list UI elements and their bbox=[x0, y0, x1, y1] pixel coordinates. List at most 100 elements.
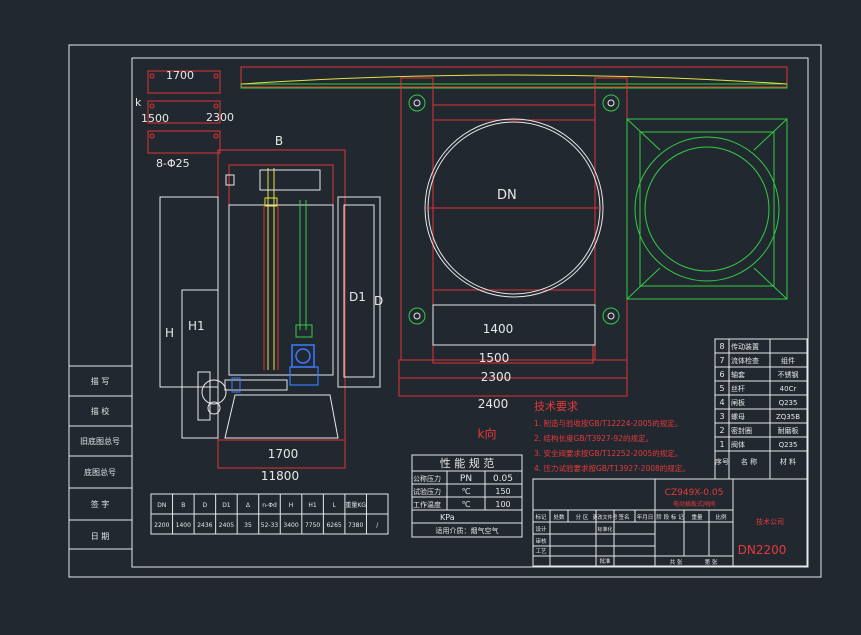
front-dim-1500: 1500 bbox=[479, 351, 510, 365]
parts-cell-material: 不锈钢 bbox=[778, 370, 799, 379]
dim-header-cell: H1 bbox=[308, 502, 317, 509]
dim-header-cell: H bbox=[289, 502, 294, 509]
anchor-side-dim: 2300 bbox=[206, 111, 234, 124]
side-label-H: H bbox=[165, 326, 174, 340]
inner-frame bbox=[131, 57, 809, 568]
side-label-D1: D1 bbox=[349, 290, 366, 304]
perf-medium: 适用介质：烟气空气 bbox=[436, 526, 499, 535]
front-k-view: k向 bbox=[478, 426, 497, 441]
dim-header-cell: n-Φd bbox=[262, 502, 277, 509]
tb-label-2: 处数 bbox=[553, 513, 565, 521]
tb-label-5: 签名 bbox=[618, 513, 629, 521]
left-stamp-column: 描 写 描 校 旧底图总号 底图总号 签 字 日 期 bbox=[68, 365, 133, 550]
tb-label-9: 阶 段 标 记 bbox=[656, 513, 684, 521]
parts-cell-no: 8 bbox=[719, 342, 724, 351]
dim-header-cell: DN bbox=[157, 502, 166, 509]
perf-row2-value: 150 bbox=[495, 487, 510, 496]
parts-cell-material: 耐磨板 bbox=[778, 426, 799, 435]
parts-cell-material: Q235 bbox=[779, 441, 798, 449]
dim-value-cell: 2200 bbox=[154, 522, 169, 529]
parts-cell-name: 阀体 bbox=[731, 440, 745, 449]
anchor-k-mark: k bbox=[135, 96, 142, 109]
dim-header-cell: 重量KG bbox=[345, 501, 366, 509]
performance-table: 性 能 规 范 公称压力 PN 0.05 试验压力 ℃ 150 工作温度 ℃ 1… bbox=[411, 454, 523, 538]
parts-cell-no: 3 bbox=[719, 412, 724, 421]
anchor-bolt-spec: 8-Φ25 bbox=[156, 157, 190, 170]
title-model: CZ949X-0.05 bbox=[665, 488, 724, 498]
tech-item-1: 1. 制造与验收按GB/T12224-2005的规定。 bbox=[534, 418, 682, 428]
perf-title: 性 能 规 范 bbox=[440, 456, 495, 470]
perf-row3-label: 工作温度 bbox=[413, 500, 441, 509]
front-dim-1400: 1400 bbox=[483, 322, 514, 336]
stamp-label-4: 底图总号 bbox=[84, 467, 116, 477]
perf-row4-label: KPa bbox=[440, 513, 455, 522]
parts-cell-material: 40Cr bbox=[780, 385, 797, 393]
perf-row2-label: 试验压力 bbox=[413, 487, 441, 496]
outer-frame bbox=[68, 44, 822, 578]
parts-cell-name: 流体检查 bbox=[731, 356, 759, 365]
parts-cell-material: Q235 bbox=[779, 399, 798, 407]
side-dim-11800: 11800 bbox=[261, 469, 299, 483]
parts-cell-no: 7 bbox=[719, 356, 724, 365]
side-dim-1700: 1700 bbox=[268, 447, 299, 461]
tb-label-8: 标准化 bbox=[597, 526, 612, 533]
parts-cell-name: 传动装置 bbox=[731, 342, 759, 351]
tb-label-14: 批准 bbox=[599, 557, 611, 565]
parts-header-material: 材 料 bbox=[780, 457, 796, 466]
dim-header-cell: D bbox=[203, 502, 208, 509]
parts-cell-name: 密封圈 bbox=[731, 426, 752, 435]
tech-item-4: 4. 压力试验要求按GB/T13927-2008的规定。 bbox=[534, 463, 690, 473]
parts-cell-name: 螺母 bbox=[731, 412, 745, 421]
tb-label-13: 工艺 bbox=[535, 548, 547, 555]
tech-item-2: 2. 结构长度GB/T3927-92的规定。 bbox=[534, 433, 653, 443]
tb-label-3: 分 区 bbox=[576, 513, 589, 521]
tech-item-3: 3. 安全阀要求按GB/T12252-2005的规定。 bbox=[534, 448, 682, 458]
title-block: CZ949X-0.05 电动插板式闸阀 技术公司 DN2200 标记 处数 分 … bbox=[532, 478, 808, 567]
dim-value-cell: 35 bbox=[244, 522, 252, 529]
anchor-top-dim: 1700 bbox=[166, 69, 194, 82]
stamp-label-5: 签 字 bbox=[91, 499, 110, 509]
perf-row1-label: 公称压力 bbox=[413, 474, 441, 483]
title-subtitle: 电动插板式闸阀 bbox=[673, 500, 715, 508]
tb-label-1: 标记 bbox=[535, 513, 547, 521]
parts-cell-no: 4 bbox=[719, 398, 724, 407]
front-dim-2400: 2400 bbox=[478, 397, 509, 411]
dim-value-cell: 7380 bbox=[348, 522, 363, 529]
dim-value-cell: 52-33 bbox=[261, 522, 279, 529]
side-label-B: B bbox=[275, 134, 283, 148]
perf-row1-value: 0.05 bbox=[493, 474, 513, 484]
dim-value-cell: 3400 bbox=[283, 522, 298, 529]
dim-value-cell: 2405 bbox=[219, 522, 234, 529]
parts-cell-no: 5 bbox=[719, 384, 724, 393]
side-label-H1: H1 bbox=[188, 319, 205, 333]
tb-label-10: 重量 bbox=[691, 513, 703, 521]
parts-cell-no: 2 bbox=[719, 426, 724, 435]
dim-header-cell: Δ bbox=[246, 502, 251, 509]
perf-row2-unit: ℃ bbox=[462, 487, 471, 496]
dim-value-cell: 1400 bbox=[176, 522, 191, 529]
dim-value-cell: 2436 bbox=[197, 522, 212, 529]
parts-cell-material: 组件 bbox=[781, 356, 795, 365]
tb-label-7: 设计 bbox=[535, 525, 547, 533]
dim-header-cell: D1 bbox=[222, 502, 231, 509]
parts-header-no: 序号 bbox=[715, 457, 729, 466]
dim-header-cell: B bbox=[181, 502, 185, 509]
parts-cell-name: 闸板 bbox=[731, 398, 745, 407]
front-dim-2300: 2300 bbox=[481, 370, 512, 384]
front-label-DN: DN bbox=[497, 188, 517, 203]
title-drawing-no: DN2200 bbox=[738, 543, 787, 557]
parts-cell-material: ZQ35B bbox=[776, 413, 800, 421]
perf-row1-unit: PN bbox=[460, 474, 472, 484]
front-view: DN 1400 1500 2300 2400 k向 bbox=[240, 66, 788, 441]
dim-value-cell: 6265 bbox=[326, 522, 341, 529]
parts-cell-name: 轴套 bbox=[731, 370, 745, 379]
tb-label-15: 共 张 bbox=[670, 558, 683, 566]
perf-row3-value: 100 bbox=[495, 500, 510, 509]
dim-value-cell: / bbox=[376, 522, 379, 529]
parts-cell-name: 丝杆 bbox=[731, 384, 745, 393]
tb-label-11: 比例 bbox=[715, 513, 727, 521]
title-company: 技术公司 bbox=[756, 517, 784, 526]
tech-requirements: 技术要求 1. 制造与验收按GB/T12224-2005的规定。 2. 结构长度… bbox=[534, 400, 690, 473]
anchor-plan: 1700 2300 1500 k 8-Φ25 bbox=[135, 69, 234, 170]
